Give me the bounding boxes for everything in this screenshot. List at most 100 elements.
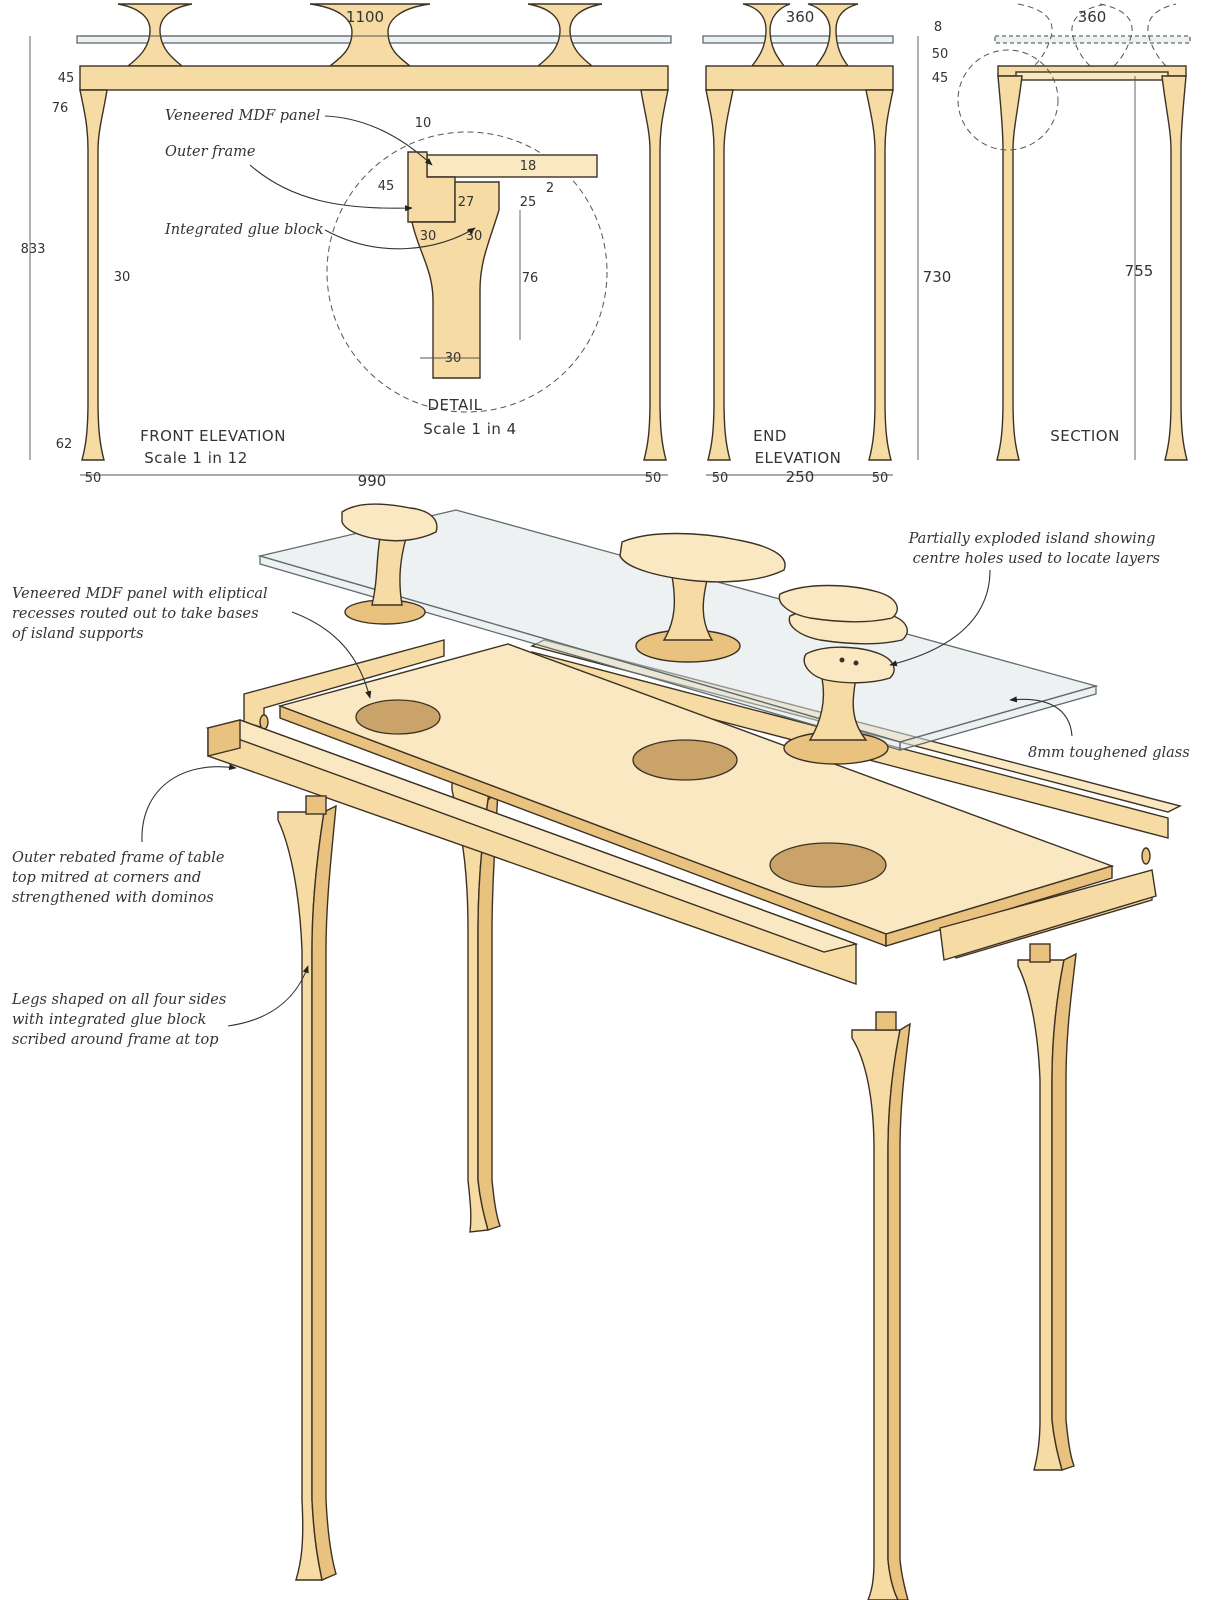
note-legs: Legs shaped on all four sides with integ… bbox=[11, 992, 231, 1048]
end-dim-top-width: 360 bbox=[786, 8, 815, 26]
annotations: Partially exploded island showing centre… bbox=[11, 531, 1190, 1048]
note-legs-line-2: with integrated glue block bbox=[12, 1012, 206, 1028]
detail-scale: Scale 1 in 4 bbox=[423, 420, 516, 438]
island-center-stem bbox=[662, 575, 714, 641]
front-dim-span: 990 bbox=[358, 472, 387, 490]
front-dim-leg-left: 50 bbox=[85, 471, 102, 486]
end-elevation: 360 8 50 45 730 50 250 50 END ELEVATION bbox=[702, 3, 952, 486]
front-dim-leg-right: 50 bbox=[645, 471, 662, 486]
note-legs-leader bbox=[227, 965, 309, 1027]
note-legs-line-3: scribed around frame at top bbox=[12, 1032, 219, 1048]
note-island-line-2: centre holes used to locate layers bbox=[913, 551, 1160, 567]
end-island-right bbox=[807, 3, 859, 67]
front-leg-right-tenon bbox=[875, 1011, 897, 1031]
section-leg-right bbox=[1161, 75, 1188, 461]
front-island-right bbox=[527, 3, 603, 67]
section-panel bbox=[1015, 71, 1169, 81]
end-leg-right bbox=[865, 89, 894, 461]
note-panel-line-2: recesses routed out to take bases bbox=[12, 606, 259, 622]
front-elevation: 1100 45 76 833 30 62 50 990 50 FRONT ELE… bbox=[21, 3, 672, 490]
section-title: SECTION bbox=[1050, 427, 1120, 445]
island-hole-1 bbox=[839, 657, 845, 663]
end-dim-glass: 8 bbox=[934, 20, 942, 35]
end-dim-island: 50 bbox=[932, 47, 949, 62]
front-leg-left-tenon bbox=[305, 795, 327, 815]
panel-recess-2 bbox=[632, 739, 738, 781]
detail-dim-b: 18 bbox=[520, 159, 537, 174]
end-frame-rail-front bbox=[939, 869, 1157, 961]
detail-dim-f: 25 bbox=[520, 195, 537, 210]
end-leg-left bbox=[705, 89, 734, 461]
section-leg-left bbox=[996, 75, 1023, 461]
front-leg-left-3d-face bbox=[311, 804, 337, 1581]
detail-leader-panel bbox=[324, 115, 433, 166]
detail-label-panel: Veneered MDF panel bbox=[165, 108, 321, 124]
note-frame: Outer rebated frame of table top mitred … bbox=[12, 850, 229, 906]
end-title-1: END bbox=[753, 427, 787, 445]
detail-leg bbox=[411, 181, 500, 379]
end-dim-span: 250 bbox=[786, 468, 815, 486]
note-legs-line-1: Legs shaped on all four sides bbox=[11, 992, 226, 1008]
detail-dim-e: 2 bbox=[546, 181, 554, 196]
island-left-top bbox=[341, 503, 438, 542]
detail-leader-frame bbox=[249, 164, 413, 212]
section-dim-height: 755 bbox=[1125, 262, 1154, 280]
end-rail-domino bbox=[1141, 847, 1151, 865]
note-panel-leader bbox=[291, 611, 372, 699]
detail-leader-glue bbox=[324, 227, 476, 250]
note-panel-line-3: of island supports bbox=[12, 626, 144, 642]
panel-recess-3 bbox=[769, 842, 887, 888]
note-panel-line-1: Veneered MDF panel with eliptical bbox=[12, 586, 268, 602]
detail-title: DETAIL bbox=[427, 396, 482, 414]
section-island-ghost bbox=[1017, 3, 1177, 67]
note-frame-line-3: strengthened with dominos bbox=[12, 890, 214, 906]
front-dim-foot-h: 62 bbox=[56, 437, 73, 452]
detail-circle bbox=[326, 131, 608, 413]
front-leg-right-3d-face bbox=[887, 1022, 911, 1600]
note-frame-leader bbox=[141, 763, 237, 843]
front-dim-top-width: 1100 bbox=[346, 8, 384, 26]
glass-edge-right bbox=[899, 685, 1097, 751]
section-detail-circle bbox=[957, 49, 1059, 151]
end-glass bbox=[702, 35, 894, 44]
exploded-view bbox=[205, 503, 1182, 1600]
end-island-left bbox=[742, 3, 791, 67]
back-leg-left-face bbox=[477, 788, 501, 1231]
note-glass-leader bbox=[1009, 696, 1073, 737]
detail-label-glue: Integrated glue block bbox=[164, 222, 324, 238]
front-frame bbox=[79, 65, 669, 91]
end-frame bbox=[705, 65, 894, 91]
note-frame-line-1: Outer rebated frame of table bbox=[12, 850, 224, 866]
back-leg-right-3d-face bbox=[1051, 952, 1077, 1471]
front-dim-leg-w: 30 bbox=[114, 270, 131, 285]
note-island-line-1: Partially exploded island showing bbox=[908, 531, 1156, 547]
front-title: FRONT ELEVATION bbox=[140, 427, 286, 445]
end-dim-leg-left: 50 bbox=[712, 471, 729, 486]
section-view: 360 755 SECTION bbox=[957, 3, 1191, 461]
island-center-top bbox=[619, 532, 786, 583]
detail-dim-j: 30 bbox=[445, 351, 462, 366]
end-dim-frame: 45 bbox=[932, 71, 949, 86]
detail-frame bbox=[407, 151, 456, 223]
end-dim-height: 730 bbox=[923, 268, 952, 286]
mdf-panel-edge-right bbox=[885, 865, 1113, 947]
detail-dim-i: 76 bbox=[522, 271, 539, 286]
panel-recess-1 bbox=[355, 699, 441, 735]
front-dim-total-h: 833 bbox=[21, 242, 46, 257]
detail-dim-h: 30 bbox=[466, 229, 483, 244]
note-glass: 8mm toughened glass bbox=[1028, 745, 1190, 761]
back-leg-right-tenon bbox=[1029, 943, 1051, 963]
section-glass bbox=[994, 35, 1191, 44]
island-right-stem bbox=[808, 677, 868, 741]
detail-view: 10 18 45 27 2 25 30 30 76 30 Veneered MD… bbox=[164, 108, 608, 438]
note-panel: Veneered MDF panel with eliptical recess… bbox=[12, 586, 272, 642]
end-dim-leg-right: 50 bbox=[872, 471, 889, 486]
island-right-layer-2 bbox=[778, 584, 898, 623]
front-dim-frame-h: 45 bbox=[58, 71, 75, 86]
end-title-2: ELEVATION bbox=[755, 449, 842, 467]
front-dim-rail-h: 76 bbox=[52, 101, 69, 116]
front-rail-end bbox=[207, 719, 241, 757]
island-hole-2 bbox=[853, 660, 859, 666]
detail-dim-d: 27 bbox=[458, 195, 475, 210]
